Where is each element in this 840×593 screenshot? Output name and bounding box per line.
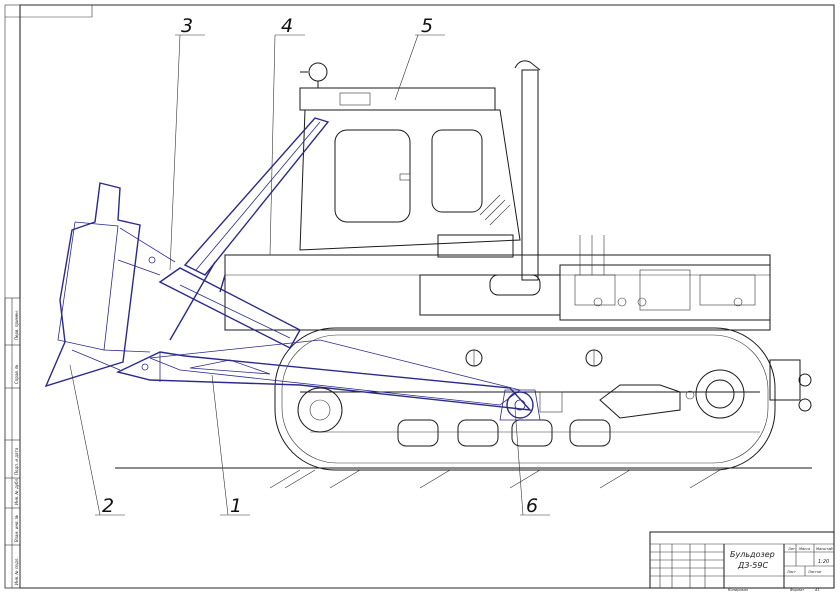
side-stamp-inv-orig: Инв. № подл. (14, 557, 19, 585)
title-col-lit: Лит. (787, 547, 796, 551)
callout-5: 5 (421, 15, 433, 37)
cabin (299, 60, 541, 296)
title-format: Формат (790, 588, 805, 592)
crawler-track (274, 327, 776, 471)
title-format-value: А1 (814, 588, 820, 592)
callout-1: 1 (230, 495, 242, 517)
leader-lines (69, 34, 550, 516)
title-scale-value: 1:20 (818, 559, 829, 565)
side-stamp-vzam: Взам. инв. № (14, 515, 19, 542)
side-stamp-inv-dup: Инв. № дубл. (14, 478, 19, 505)
lift-cylinders (158, 117, 330, 349)
side-stamp-sign-1: Подп. и дата (14, 447, 19, 475)
side-stamp: Перв. примен. Справ. № Подп. и дата Инв.… (4, 297, 21, 589)
sheet-frame (4, 4, 835, 589)
title-name-line2: ДЗ-59С (737, 561, 768, 570)
title-col-mass: Масса (799, 547, 810, 551)
callout-2: 2 (102, 495, 114, 517)
title-sheets: Листов (807, 570, 821, 574)
blade (44, 182, 176, 388)
title-col-scale: Масштаб (816, 547, 833, 551)
ground-hatch (269, 469, 721, 489)
callout-3: 3 (181, 15, 193, 37)
side-stamp-sprav: Справ. № (14, 365, 19, 384)
title-name-line1: Бульдозер (730, 550, 775, 559)
rear-hitch (769, 359, 812, 412)
callout-6: 6 (526, 495, 538, 517)
trunnion-joint (499, 389, 563, 421)
title-block: Бульдозер ДЗ-59С Лит. Масса Масштаб 1:20… (649, 531, 835, 592)
side-stamp-perv: Перв. примен. (14, 310, 19, 340)
push-arm (115, 339, 532, 411)
title-copied: Копировал (728, 588, 749, 592)
title-sheet: Лист (786, 570, 797, 574)
callout-4: 4 (281, 15, 293, 37)
